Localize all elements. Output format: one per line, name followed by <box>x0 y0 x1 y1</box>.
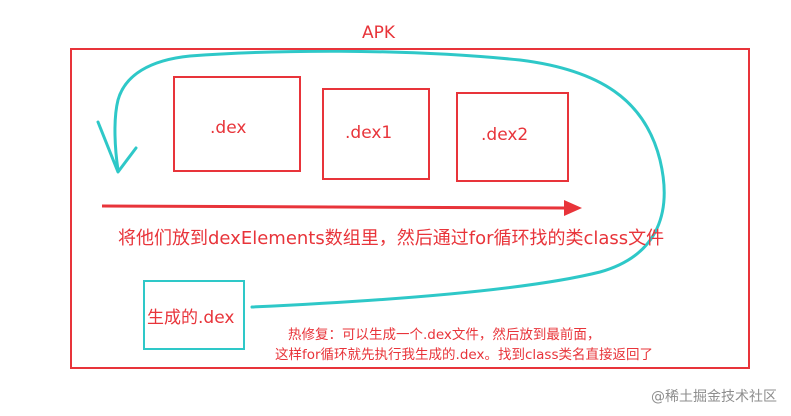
dex-box-0: .dex <box>173 76 301 172</box>
dex-box-label: .dex2 <box>481 125 529 145</box>
cyan-loop-arrow <box>113 49 666 309</box>
note-line-2: 这样for循环就先执行我生成的.dex。找到class类名直接返回了 <box>275 347 653 363</box>
cyan-arrow-head <box>96 120 138 174</box>
red-arrow-line <box>101 204 567 210</box>
dex-box-label: .dex1 <box>345 123 393 143</box>
generated-dex-box: 生成的.dex <box>143 280 245 350</box>
apk-container <box>70 48 750 369</box>
generated-dex-label: 生成的.dex <box>147 308 235 328</box>
apk-title: APK <box>362 23 396 43</box>
dex-box-label: .dex <box>210 118 247 138</box>
note-line-1: 热修复：可以生成一个.dex文件，然后放到最前面， <box>288 327 601 343</box>
dex-box-2: .dex2 <box>456 92 569 182</box>
red-arrow-head <box>564 200 582 216</box>
watermark: @稀土掘金技术社区 <box>651 389 777 405</box>
main-description: 将他们放到dexElements数组里，然后通过for循环找的类class文件 <box>118 228 665 249</box>
dex-box-1: .dex1 <box>322 88 430 180</box>
